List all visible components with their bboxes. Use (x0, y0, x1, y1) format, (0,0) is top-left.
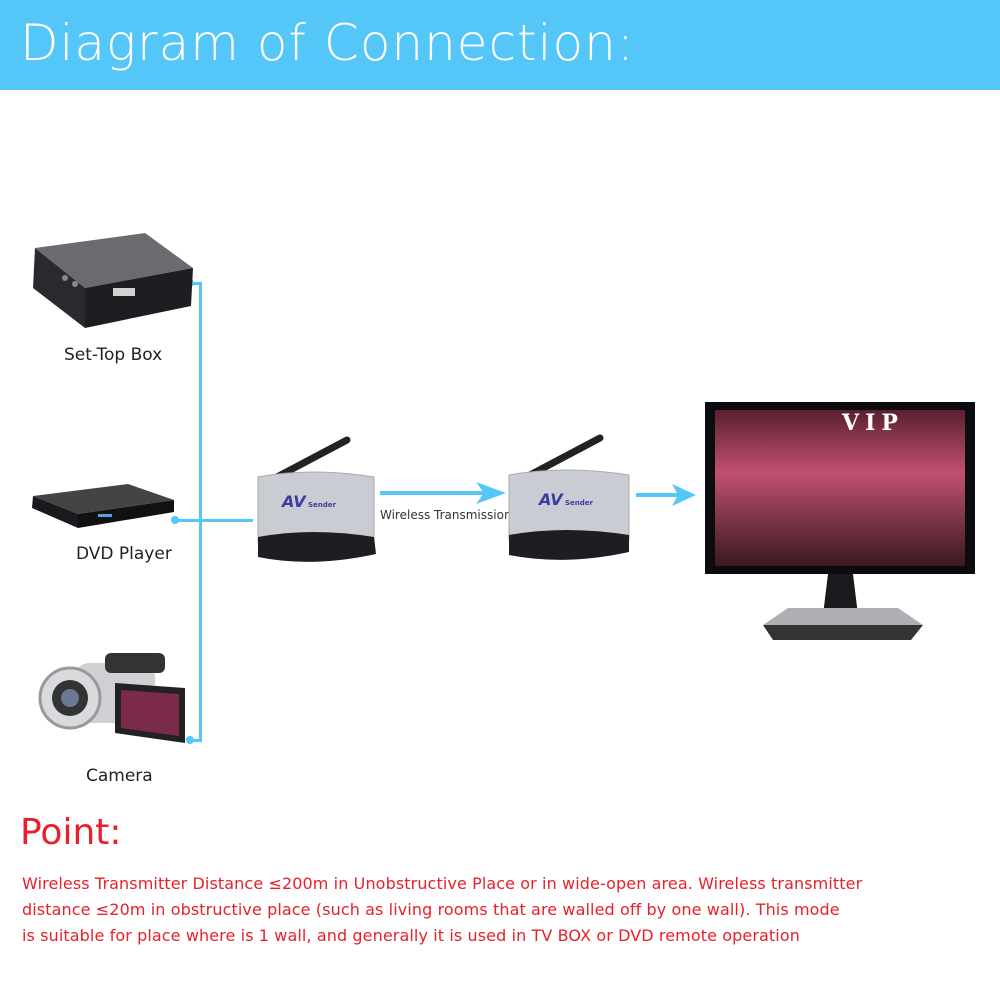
camera-label: Camera (86, 766, 153, 786)
output-arrow (636, 484, 696, 506)
source-bus-line (199, 283, 202, 741)
set-top-box-label: Set-Top Box (64, 345, 163, 365)
wireless-transmission-label: Wireless Transmission (380, 508, 512, 522)
page-title: Diagram of Connection: (20, 14, 635, 72)
transmitter-device-icon: AV Sender (257, 436, 376, 562)
svg-text:AV: AV (280, 492, 307, 511)
dvd-player-icon (32, 484, 174, 528)
tv-monitor-icon (705, 402, 975, 640)
connector-dot (186, 736, 194, 744)
set-top-box-connector (190, 282, 202, 285)
wireless-arrow (380, 482, 506, 504)
receiver-device-icon: AV Sender (508, 434, 630, 560)
svg-text:Sender: Sender (565, 499, 594, 507)
camera-connector (190, 739, 202, 742)
set-top-box-icon (33, 233, 193, 328)
dvd-player-label: DVD Player (76, 544, 172, 564)
point-text-line: is suitable for place where is 1 wall, a… (22, 926, 800, 945)
svg-text:AV: AV (537, 490, 564, 509)
point-text-line: distance ≤20m in obstructive place (such… (22, 900, 840, 919)
svg-text:Sender: Sender (308, 501, 337, 509)
point-heading: Point: (20, 812, 122, 853)
camera-icon (38, 653, 185, 743)
tv-screen-text: VIP (842, 410, 904, 436)
dvd-connector (175, 519, 253, 522)
header-banner: Diagram of Connection: (0, 0, 1000, 90)
connector-dot (171, 516, 179, 524)
point-text-line: Wireless Transmitter Distance ≤200m in U… (22, 874, 863, 893)
